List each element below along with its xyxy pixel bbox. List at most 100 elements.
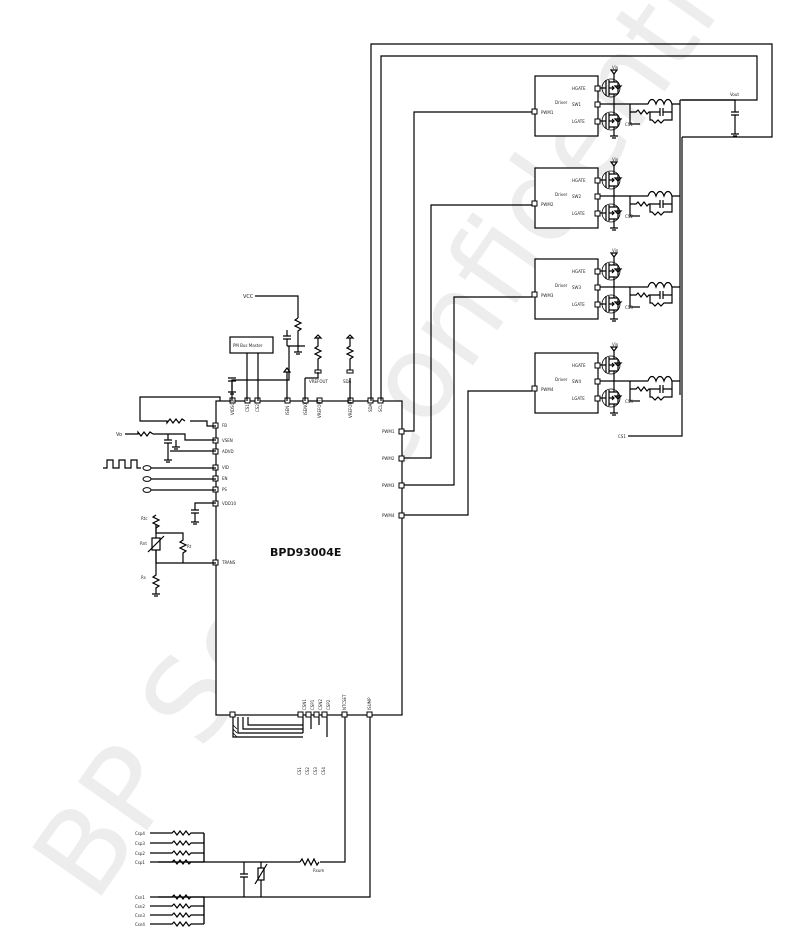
vin-arrow — [609, 252, 619, 258]
chip-bottom-pins: CSN1 CSP1 CSN2 CSP2 NTCSET ISUMP — [229, 694, 373, 718]
output-bus: Vout CS1 — [618, 92, 739, 439]
driver-pin-lgate: LGATE — [572, 211, 585, 216]
sense-rc — [629, 104, 673, 125]
driver-out-pin — [594, 395, 601, 402]
csn2-bus-label: CS2 — [305, 767, 310, 775]
pin-label-pwm2: PWM2 — [382, 456, 395, 461]
vo-sense-label: Vo — [116, 432, 122, 438]
pin-label-ntcset: NTCSET — [342, 694, 347, 710]
driver-out-pin — [594, 177, 601, 184]
driver-out-pin — [594, 85, 601, 92]
vrefout-rail: VREFOUT — [309, 379, 328, 384]
driver-pin-sw1: SW1 — [572, 102, 581, 107]
pin-label-en: EN — [222, 476, 228, 481]
pin-label-scl: SCL — [378, 404, 383, 412]
top-pin-pullups: VREFOUT SDA — [282, 334, 355, 401]
driver-pin-hgate: HGATE — [572, 363, 586, 368]
driver-pin-lgate: LGATE — [572, 302, 585, 307]
switch-node — [600, 190, 680, 198]
low-side-mosfet-ring — [601, 203, 621, 223]
csn-resistor-2: Csn2 — [135, 903, 204, 909]
driver-pin-sw3: SW3 — [572, 285, 581, 290]
pin-label-isen: ISEN — [285, 406, 290, 415]
phase-cs-label: CS1 — [625, 122, 633, 127]
driver-box — [534, 352, 599, 414]
low-side-mosfet-ring — [601, 294, 621, 314]
high-side-mosfet-ring — [601, 355, 621, 375]
csn-resistor-3: Csn3 — [135, 912, 204, 918]
phase-cs-label: CS4 — [625, 399, 633, 404]
vin-label: Vin — [612, 342, 619, 347]
driver-pin-pwm: PWM4 — [541, 387, 554, 392]
vin-label: Vin — [612, 157, 619, 162]
pin-label-isump: ISUMP — [367, 697, 372, 710]
switch-node — [600, 375, 680, 383]
driver-title: Driver — [555, 377, 568, 382]
vcc-supply-network: VCC — [228, 294, 305, 401]
left-feedback-network: Vo Rtc Rt Rnt Rs — [103, 396, 221, 597]
vid-pulse-waveform — [103, 459, 141, 469]
pwm-routing — [404, 111, 532, 516]
high-side-mosfet — [600, 74, 623, 104]
vin-arrow — [609, 346, 619, 352]
rtc-label: Rtc — [141, 516, 148, 521]
driver-pwm-pin — [531, 291, 538, 298]
driver-pin-sw2: SW2 — [572, 194, 581, 199]
driver-pwm-pin — [531, 108, 538, 115]
pin-label-ps: PS — [222, 487, 227, 492]
switch-node — [600, 281, 680, 289]
pin-label-sda-top: VREFOUT — [348, 399, 353, 418]
csn-label: Csn1 — [135, 895, 145, 900]
driver-out-pin — [594, 378, 601, 385]
driver-out-pin — [594, 301, 601, 308]
low-side-mosfet — [600, 381, 623, 416]
low-side-mosfet-ring — [601, 111, 621, 131]
csn-resistor-1: Csn1 — [135, 894, 204, 900]
vin-arrow — [609, 69, 619, 75]
sense-rc — [629, 381, 673, 402]
csp-label: Csp4 — [135, 831, 145, 836]
pin-label-csn1: CSN1 — [302, 699, 307, 710]
low-side-mosfet — [600, 287, 623, 322]
pin-label-pwm1: PWM1 — [382, 429, 395, 434]
rs-label: Rs — [141, 575, 146, 580]
csn-label: Csn2 — [135, 904, 145, 909]
pm-bus-master-block: PM Bus Master — [229, 336, 274, 401]
vout-label: Vout — [730, 92, 739, 97]
csn1-bus-label: CS1 — [297, 767, 302, 775]
driver-out-pin — [594, 362, 601, 369]
high-side-mosfet — [600, 166, 623, 196]
driver-out-pin — [594, 118, 601, 125]
sense-rc — [629, 196, 673, 217]
pm-bus-master-label: PM Bus Master — [233, 343, 263, 348]
pin-label-vid: VID — [222, 465, 229, 470]
driver-pin-pwm: PWM3 — [541, 293, 554, 298]
pin-label-vsen: VSEN — [222, 438, 233, 443]
pin-label-csp2: CSP2 — [326, 699, 331, 710]
vin-label: Vin — [612, 248, 619, 253]
driver-box — [534, 75, 599, 137]
csn-label: Csn3 — [135, 913, 145, 918]
high-side-mosfet-ring — [601, 261, 621, 281]
rt-label: Rt — [187, 544, 192, 549]
csp-resistor-1: Csp4 — [135, 830, 204, 836]
driver-title: Driver — [555, 283, 568, 288]
driver-title: Driver — [555, 100, 568, 105]
high-side-mosfet — [600, 351, 623, 381]
driver-out-pin — [594, 268, 601, 275]
sda-rail: SDA — [343, 379, 352, 384]
driver-box — [534, 258, 599, 320]
driver-pin-hgate: HGATE — [572, 269, 586, 274]
csp-label: Csp1 — [135, 860, 145, 865]
sense-rc — [629, 287, 673, 308]
pin-label-csn2: CSN2 — [318, 699, 323, 710]
chip-body — [215, 400, 403, 716]
high-side-mosfet-ring — [601, 78, 621, 98]
csn-label: Csn4 — [135, 922, 145, 927]
phase-cs-label: CS3 — [625, 305, 633, 310]
